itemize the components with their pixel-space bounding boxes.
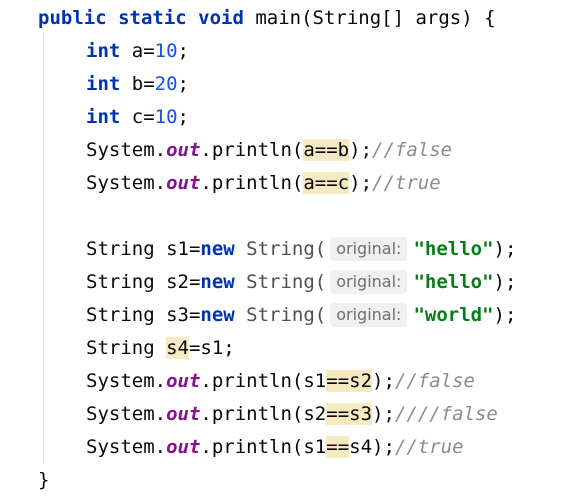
- keyword: new: [200, 238, 235, 260]
- highlighted-expression: ==s2: [326, 370, 373, 392]
- constructor: String(: [234, 271, 327, 293]
- declaration: String s2=: [86, 271, 201, 293]
- class-ref: System.: [86, 172, 167, 194]
- code-line-closing-brace[interactable]: }: [38, 464, 49, 497]
- static-field: out: [166, 436, 201, 458]
- identifier: b=: [120, 73, 155, 95]
- method-call: .println(s1: [200, 436, 327, 458]
- code-line-s3[interactable]: String s3=new String(original:"world");: [86, 299, 516, 332]
- comment: ////false: [394, 403, 498, 425]
- static-field: out: [166, 370, 201, 392]
- parameter-hint: original:: [330, 303, 408, 327]
- method-signature-text: main(String[] args) {: [243, 7, 496, 29]
- comment: //true: [394, 436, 464, 458]
- declaration: String s1=: [86, 238, 201, 260]
- code-line-decl-c[interactable]: int c=10;: [86, 101, 189, 134]
- code-line-decl-b[interactable]: int b=20;: [86, 68, 189, 101]
- string-literal: "hello": [413, 238, 494, 260]
- string-literal: "hello": [413, 271, 494, 293]
- punctuation: );: [349, 172, 373, 194]
- constructor: String(: [234, 238, 327, 260]
- code-line-s1[interactable]: String s1=new String(original:"hello");: [86, 233, 516, 266]
- keyword: int: [86, 106, 121, 128]
- parameter-hint: original:: [330, 270, 408, 294]
- code-line-s2[interactable]: String s2=new String(original:"hello");: [86, 266, 516, 299]
- string-literal: "world": [413, 304, 494, 326]
- keyword: new: [200, 271, 235, 293]
- number-literal: 10: [154, 106, 178, 128]
- method-call: .println(: [200, 172, 304, 194]
- method-call: .println(s2: [200, 403, 327, 425]
- punctuation: );: [493, 304, 517, 326]
- code-line-print-3[interactable]: System.out.println(s1==s2);//false: [86, 365, 475, 398]
- code-line-print-5[interactable]: System.out.println(s1==s4);//true: [86, 431, 464, 464]
- class-ref: System.: [86, 370, 167, 392]
- closing-brace: }: [38, 469, 50, 491]
- punctuation: );: [493, 238, 517, 260]
- number-literal: 10: [154, 40, 178, 62]
- code-line-decl-a[interactable]: int a=10;: [86, 35, 189, 68]
- identifier: a=: [120, 40, 155, 62]
- highlighted-expression: a==b: [303, 139, 350, 161]
- code-line-print-4[interactable]: System.out.println(s2==s3);////false: [86, 398, 498, 431]
- code-line-print-2[interactable]: System.out.println(a==c);//true: [86, 167, 441, 200]
- keyword: int: [86, 40, 121, 62]
- identifier: s4: [349, 436, 373, 458]
- method-call: .println(s1: [200, 370, 327, 392]
- highlighted-expression: ==s3: [326, 403, 373, 425]
- indent-guide: [43, 34, 44, 464]
- code-line-print-1[interactable]: System.out.println(a==b);//false: [86, 134, 452, 167]
- keyword: public static void: [38, 7, 244, 29]
- method-call: .println(: [200, 139, 304, 161]
- keyword: new: [200, 304, 235, 326]
- punctuation: );: [372, 370, 395, 392]
- code-line-method-signature[interactable]: public static void main(String[] args) {: [38, 2, 496, 35]
- comment: //false: [394, 370, 475, 392]
- class-ref: System.: [86, 139, 167, 161]
- identifier: c=: [120, 106, 155, 128]
- declaration: String: [86, 337, 167, 359]
- keyword: int: [86, 73, 121, 95]
- assignment: =s1;: [188, 337, 235, 359]
- punctuation: );: [349, 139, 373, 161]
- punctuation: );: [372, 436, 395, 458]
- highlighted-expression: ==: [326, 436, 350, 458]
- punctuation: ;: [177, 73, 189, 95]
- constructor: String(: [234, 304, 327, 326]
- punctuation: );: [372, 403, 395, 425]
- highlighted-expression: a==c: [303, 172, 350, 194]
- parameter-hint: original:: [330, 237, 408, 261]
- declaration: String s3=: [86, 304, 201, 326]
- static-field: out: [166, 139, 201, 161]
- static-field: out: [166, 403, 201, 425]
- class-ref: System.: [86, 403, 167, 425]
- punctuation: );: [493, 271, 517, 293]
- class-ref: System.: [86, 436, 167, 458]
- static-field: out: [166, 172, 201, 194]
- highlighted-identifier: s4: [166, 337, 189, 359]
- number-literal: 20: [154, 73, 178, 95]
- punctuation: ;: [177, 106, 189, 128]
- punctuation: ;: [177, 40, 189, 62]
- comment: //true: [372, 172, 441, 194]
- code-line-s4[interactable]: String s4=s1;: [86, 332, 235, 365]
- comment: //false: [372, 139, 453, 161]
